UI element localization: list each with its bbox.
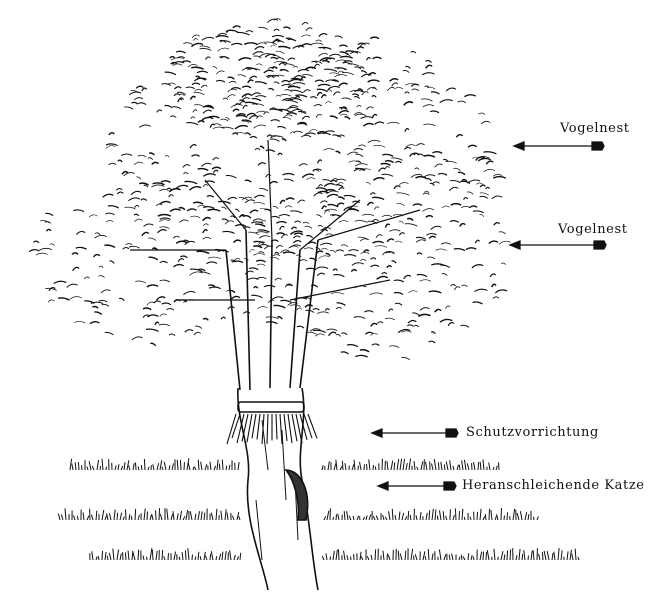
label-nest-upper: Vogelnest [560,121,630,136]
arrow-nest-upper [514,142,604,150]
arrow-nest-lower [510,241,606,249]
label-protection: Schutzvorrichtung [466,425,599,440]
arrow-protection [372,429,458,437]
label-cat: Heranschleichende Katze [462,478,645,493]
arrow-cat [378,482,456,490]
tree-trunk [130,140,420,590]
label-nest-lower: Vogelnest [558,222,628,237]
ground-grass [58,458,579,560]
